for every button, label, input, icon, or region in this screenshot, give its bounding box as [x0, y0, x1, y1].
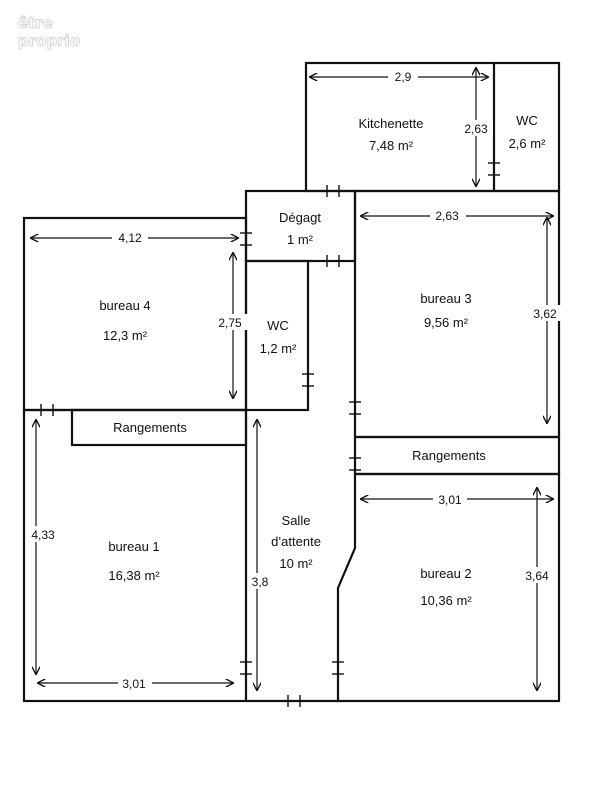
bureau1-name: bureau 1: [108, 539, 159, 554]
logo-line1: être: [18, 14, 53, 32]
rangements-right-name: Rangements: [412, 448, 486, 463]
room-labels: Kitchenette 7,48 m² WC 2,6 m² Dégagt 1 m…: [99, 113, 546, 608]
dim-bureau4-width: 4,12: [118, 231, 142, 245]
bureau1-area: 16,38 m²: [108, 568, 160, 583]
dim-bureau1-height: 4,33: [31, 528, 55, 542]
degagt-wall: [244, 189, 357, 263]
bureau4-wall: [22, 216, 248, 412]
degagt-name: Dégagt: [279, 210, 321, 225]
dim-bureau3-width: 2,63: [435, 209, 459, 223]
rangements-left-wall: [70, 408, 248, 447]
dimension-labels: 2,9 2,63 2,63 3,62 4,12 2,75 4,33 3,01 3…: [27, 68, 562, 691]
bureau3-name: bureau 3: [420, 291, 471, 306]
bureau4-area: 12,3 m²: [103, 328, 148, 343]
salle-name-line2: d’attente: [271, 534, 321, 549]
bureau2-name: bureau 2: [420, 566, 471, 581]
wc-top-area: 2,6 m²: [509, 136, 547, 151]
kitchenette-area: 7,48 m²: [369, 138, 414, 153]
rangements-left-name: Rangements: [113, 420, 187, 435]
wc-mid-wall: [244, 259, 310, 412]
degagt-area: 1 m²: [287, 232, 314, 247]
dim-bureau2-width: 3,01: [438, 493, 462, 507]
salle-name-line1: Salle: [282, 513, 311, 528]
logo-line2: proprio: [18, 32, 80, 50]
dim-salle-height: 3,8: [252, 575, 269, 589]
dimension-lines: [31, 68, 553, 690]
salle-area: 10 m²: [279, 556, 313, 571]
dim-bureau1-width: 3,01: [122, 677, 146, 691]
dim-bureau3-height: 3,62: [533, 307, 557, 321]
walls: [22, 61, 561, 703]
bureau2-area: 10,36 m²: [420, 593, 472, 608]
wc-top-name: WC: [516, 113, 538, 128]
door-marks: [40, 162, 500, 707]
dim-bureau4-height: 2,75: [218, 316, 242, 330]
bureau1-wall: [22, 408, 248, 703]
bureau2-wall: [336, 472, 561, 703]
logo: être proprio: [18, 14, 81, 51]
wc-mid-area: 1,2 m²: [260, 341, 298, 356]
dim-bureau2-height: 3,64: [525, 569, 549, 583]
kitchenette-name: Kitchenette: [358, 116, 423, 131]
wc-mid-name: WC: [267, 318, 289, 333]
bureau3-area: 9,56 m²: [424, 315, 469, 330]
bureau4-name: bureau 4: [99, 298, 150, 313]
dim-kitchenette-height: 2,63: [464, 122, 488, 136]
dim-kitchenette-width: 2,9: [395, 70, 412, 84]
